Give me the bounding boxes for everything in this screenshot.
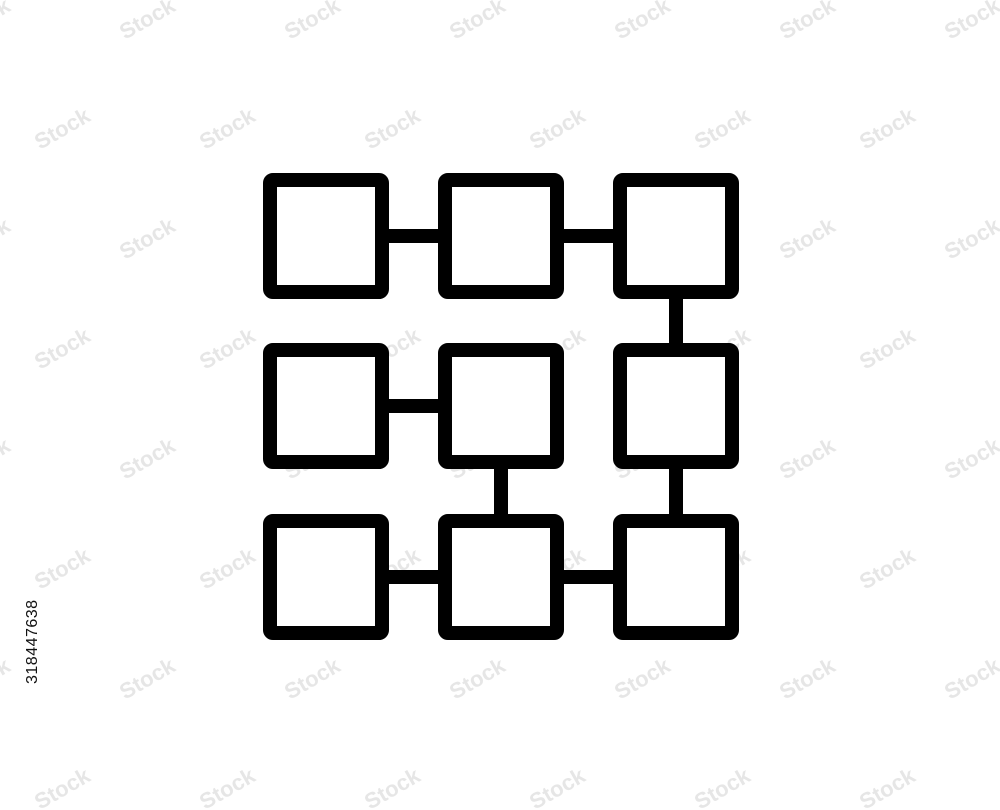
node-box-r1c1 [263, 173, 389, 299]
node-box-r2c2 [438, 343, 564, 469]
connector-lines [382, 229, 683, 584]
node-box-r2c1 [263, 343, 389, 469]
node-box-r1c2 [438, 173, 564, 299]
node-box-r3c1 [263, 514, 389, 640]
node-box-r2c3 [613, 343, 739, 469]
node-box-r3c3 [613, 514, 739, 640]
node-box-r1c3 [613, 173, 739, 299]
node-boxes [263, 173, 739, 640]
stock-id-label: 318447638 [24, 599, 41, 684]
node-box-r3c2 [438, 514, 564, 640]
